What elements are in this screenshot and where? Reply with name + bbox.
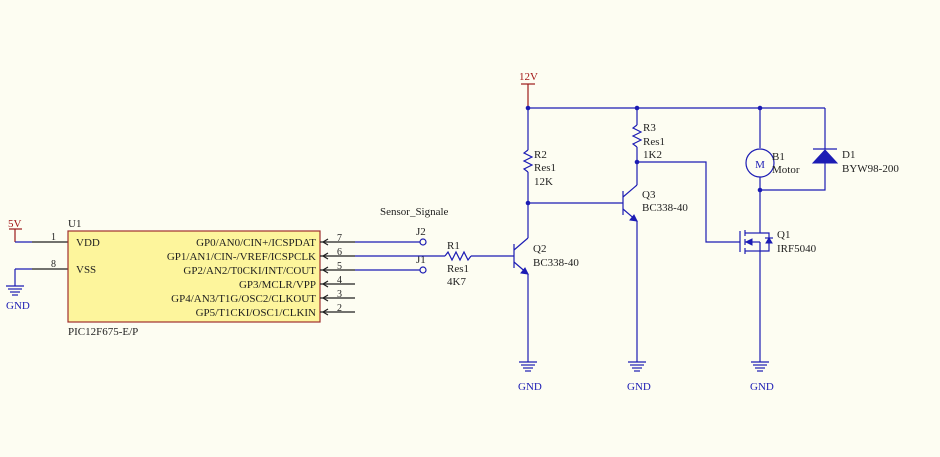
power-12v-label: 12V xyxy=(519,71,538,83)
ic-designator: U1 xyxy=(68,218,81,230)
gnd-symbol-q1: GND xyxy=(750,361,774,393)
gnd-symbol-q2: GND xyxy=(518,361,542,393)
motor-b1: M B1 Motor xyxy=(745,148,800,178)
r2-type: Res1 xyxy=(534,162,556,174)
r3-value: 1K2 xyxy=(643,149,662,161)
pin-num-vss: 8 xyxy=(51,259,56,270)
gnd-label-q3: GND xyxy=(627,381,651,393)
pin-num-gp0: 7 xyxy=(337,233,342,244)
motor-part: Motor xyxy=(772,164,800,176)
connector-j2-label: J2 xyxy=(416,226,426,238)
diode-d1: D1 BYW98-200 xyxy=(811,148,899,175)
ic-pin-name-gp0: GP0/AN0/CIN+/ICSPDAT xyxy=(196,237,316,249)
gnd-label-q1: GND xyxy=(750,381,774,393)
ic-pin-name-gp2: GP2/AN2/T0CKI/INT/COUT xyxy=(183,265,316,277)
transistor-q2: Q2 BC338-40 xyxy=(513,237,579,275)
pin-num-gp1: 6 xyxy=(337,247,342,258)
mosfet-q1: Q1 IRF5040 xyxy=(739,226,817,255)
pin-num-gp3: 4 xyxy=(337,275,342,286)
motor-symbol: M xyxy=(755,159,765,171)
gnd-label-ic: GND xyxy=(6,300,30,312)
q3-designator: Q3 xyxy=(642,189,656,201)
r2-designator: R2 xyxy=(534,149,547,161)
power-12v: 12V xyxy=(519,71,538,108)
ic-u1: U1 VDD VSS GP0/AN0/CIN+/ICSPDAT GP1/AN1/… xyxy=(67,218,321,338)
q1-designator: Q1 xyxy=(777,229,790,241)
connector-j2-pin xyxy=(419,238,427,246)
resistor-r1 xyxy=(444,250,472,262)
ic-pin-name-gp4: GP4/AN3/T1G/OSC2/CLKOUT xyxy=(171,293,316,305)
q3-part: BC338-40 xyxy=(642,202,688,214)
r2-value: 12K xyxy=(534,176,553,188)
motor-designator: B1 xyxy=(772,151,785,163)
pin-num-gp4: 3 xyxy=(337,289,342,300)
r1-type: Res1 xyxy=(447,263,469,275)
net-label-sensor: Sensor_Signale xyxy=(380,206,449,218)
r1-designator: R1 xyxy=(447,240,460,252)
diode-designator: D1 xyxy=(842,149,855,161)
r3-type: Res1 xyxy=(643,136,665,148)
power-5v: 5V xyxy=(8,218,22,242)
gnd-symbol-q3: GND xyxy=(627,361,651,393)
ic-pin-name-gp3: GP3/MCLR/VPP xyxy=(239,279,316,291)
ic-body xyxy=(67,230,321,323)
q2-part: BC338-40 xyxy=(533,257,579,269)
ic-pin-name-gp1: GP1/AN1/CIN-/VREF/ICSPCLK xyxy=(167,251,316,263)
ic-pin-name-gp5: GP5/T1CKI/OSC1/CLKIN xyxy=(196,307,316,319)
connector-j1-pin xyxy=(419,266,427,274)
pin-num-gp5: 2 xyxy=(337,303,342,314)
gnd-label-q2: GND xyxy=(518,381,542,393)
ic-part-number: PIC12F675-E/P xyxy=(68,326,138,338)
connector-j1-label: J1 xyxy=(416,254,426,266)
ic-pin-name-vdd: VDD xyxy=(76,237,100,249)
pin-num-vdd: 1 xyxy=(51,232,56,243)
gnd-symbol-ic: GND xyxy=(6,285,30,312)
transistor-q3: Q3 BC338-40 xyxy=(622,184,688,222)
resistor-r2 xyxy=(522,149,534,173)
diode-part: BYW98-200 xyxy=(842,163,899,175)
power-5v-label: 5V xyxy=(8,218,22,230)
q1-part: IRF5040 xyxy=(777,243,817,255)
r3-designator: R3 xyxy=(643,122,656,134)
ic-right-pins: 7 6 5 4 3 2 xyxy=(320,233,355,316)
r1-value: 4K7 xyxy=(447,276,466,288)
ic-pin-name-vss: VSS xyxy=(76,264,96,276)
pin-num-gp2: 5 xyxy=(337,261,342,272)
q2-designator: Q2 xyxy=(533,243,546,255)
resistor-r3 xyxy=(631,124,643,148)
